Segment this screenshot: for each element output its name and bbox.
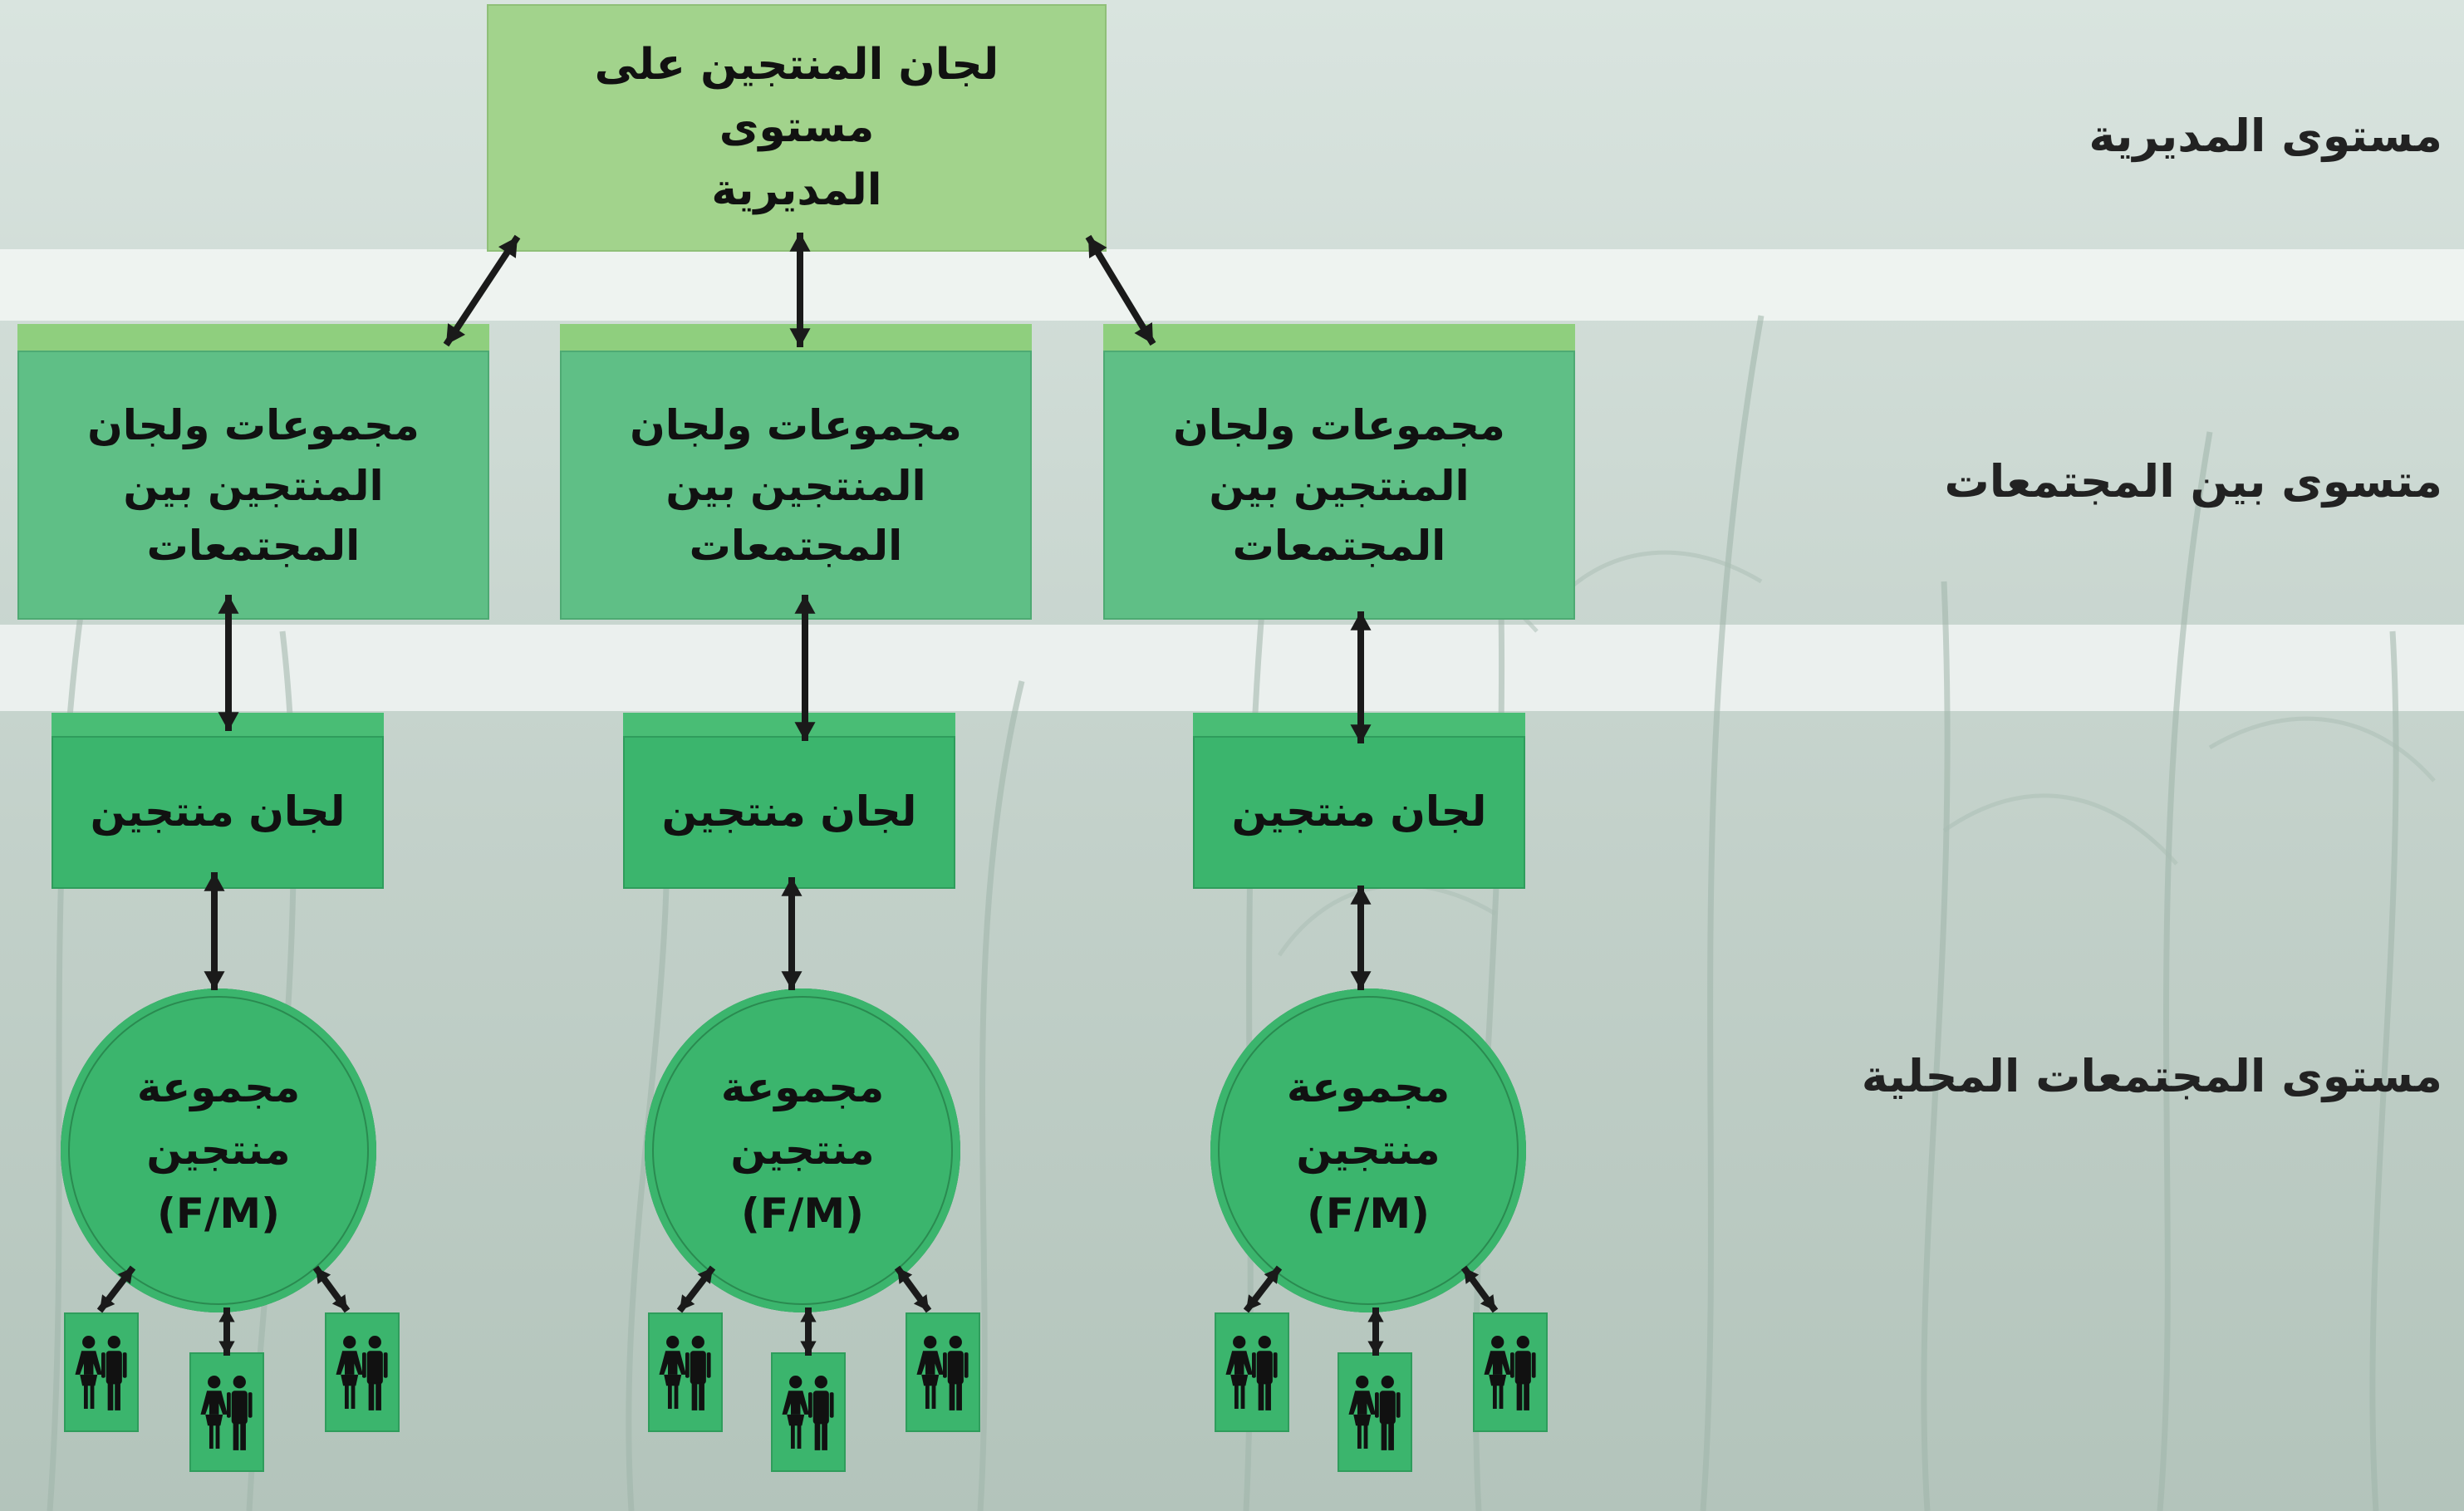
- producer-group-gender-tag: (F/M): [1307, 1189, 1430, 1238]
- double-arrow-icon: [781, 877, 803, 990]
- producer-group-circle: مجموعة منتجين (F/M): [645, 989, 960, 1312]
- man-woman-icon: [1473, 1312, 1548, 1432]
- double-arrow-icon: [800, 1307, 817, 1356]
- level-label-inter-community: متسوى بين المجتمعات: [1944, 455, 2442, 508]
- producer-group-gender-tag: (F/M): [157, 1189, 280, 1238]
- double-arrow-icon: [218, 1307, 235, 1356]
- double-arrow-icon: [1350, 886, 1372, 990]
- producer-committee-box: لجان منتجين: [1193, 713, 1525, 889]
- producer-group-line1: مجموعة: [1286, 1062, 1450, 1111]
- producer-committee-box: لجان منتجين: [52, 713, 384, 889]
- producer-committee-label: لجان منتجين: [90, 787, 346, 836]
- producer-group-line1: مجموعة: [136, 1062, 301, 1111]
- inter-community-box-line2: المنتجين بين المجتمعات: [1209, 461, 1470, 571]
- double-arrow-icon: [204, 872, 225, 990]
- producer-group-circle: مجموعة منتجين (F/M): [61, 989, 376, 1312]
- inter-community-box-line1: مجموعات ولجان: [630, 401, 962, 450]
- band-directorate-separator: [0, 249, 2464, 321]
- band-inter-community-separator: [0, 625, 2464, 711]
- producer-group-gender-tag: (F/M): [741, 1189, 864, 1238]
- man-woman-icon: [906, 1312, 980, 1432]
- inter-community-box-line2: المنتجين بين المجتمعات: [123, 461, 384, 571]
- inter-community-box: مجموعات ولجان المنتجين بين المجتمعات: [560, 324, 1032, 620]
- producer-group-line1: مجموعة: [720, 1062, 885, 1111]
- inter-community-box-line1: مجموعات ولجان: [1173, 401, 1505, 450]
- inter-community-box: مجموعات ولجان المنتجين بين المجتمعات: [1103, 324, 1575, 620]
- inter-community-box-line1: مجموعات ولجان: [87, 401, 420, 450]
- directorate-committee-line1: لجان المنتجين على مستوى: [594, 39, 999, 153]
- directorate-committee-line2: المديرية: [711, 164, 882, 215]
- producer-group-circle: مجموعة منتجين (F/M): [1210, 989, 1526, 1312]
- man-woman-icon: [189, 1352, 264, 1472]
- producer-group-line2: منتجين: [1296, 1125, 1441, 1174]
- producer-committee-box: لجان منتجين: [623, 713, 955, 889]
- man-woman-icon: [1338, 1352, 1412, 1472]
- man-woman-icon: [648, 1312, 723, 1432]
- level-label-local: مستوى المجتمعات المحلية: [1861, 1050, 2442, 1102]
- man-woman-icon: [325, 1312, 400, 1432]
- inter-community-box: مجموعات ولجان المنتجين بين المجتمعات: [17, 324, 489, 620]
- man-woman-icon: [1215, 1312, 1289, 1432]
- directorate-committee-box: لجان المنتجين على مستوى المديرية: [487, 4, 1107, 252]
- double-arrow-icon: [1367, 1307, 1384, 1356]
- man-woman-icon: [771, 1352, 846, 1472]
- producer-group-line2: منتجين: [730, 1125, 875, 1174]
- man-woman-icon: [64, 1312, 139, 1432]
- producer-group-line2: منتجين: [146, 1125, 291, 1174]
- producer-committee-label: لجان منتجين: [661, 787, 917, 836]
- producer-committee-label: لجان منتجين: [1231, 787, 1487, 836]
- level-label-directorate: مستوى المديرية: [2089, 110, 2442, 162]
- inter-community-box-line2: المنتجين بين المجتمعات: [665, 461, 926, 571]
